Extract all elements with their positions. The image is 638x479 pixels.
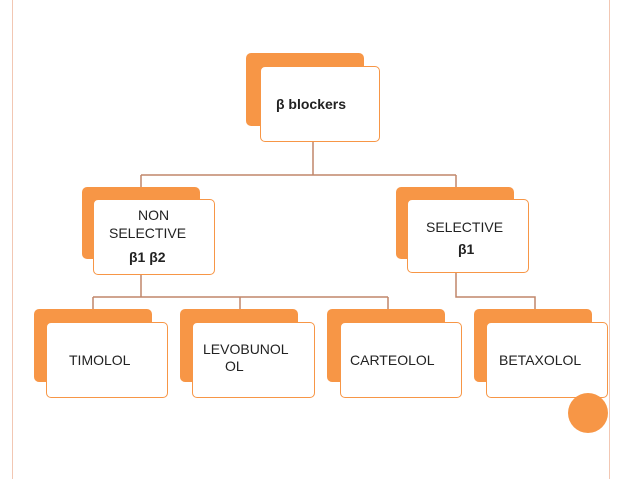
node-timolol: TIMOLOL: [34, 309, 168, 398]
node-levobunolol: LEVOBUNOL OL: [180, 309, 315, 398]
node-betaxolol: BETAXOLOL: [474, 309, 608, 398]
decorative-circle: [568, 393, 608, 433]
betaxolol-label: BETAXOLOL: [499, 352, 582, 368]
non-selective-line2: SELECTIVE: [109, 225, 187, 241]
non-selective-line3: β1 β2: [129, 249, 166, 265]
node-selective: SELECTIVE β1: [396, 187, 529, 273]
selective-line2: β1: [458, 241, 475, 257]
slide-frame: [12, 0, 610, 479]
connector-selective-to-betaxolol: [455, 272, 536, 312]
connector-nonselective-to-drugs: [92, 275, 389, 312]
levobunolol-line2: OL: [225, 358, 244, 374]
node-beta-blockers: β blockers: [246, 53, 380, 142]
node-non-selective: NON SELECTIVE β1 β2: [82, 187, 215, 275]
connector-root-to-level1: [140, 141, 457, 190]
timolol-label: TIMOLOL: [69, 352, 131, 368]
carteolol-label: CARTEOLOL: [350, 352, 435, 368]
levobunolol-line1: LEVOBUNOL: [203, 341, 289, 357]
non-selective-line1: NON: [138, 207, 170, 223]
node-label: β blockers: [276, 96, 347, 112]
selective-line1: SELECTIVE: [426, 219, 504, 235]
node-carteolol: CARTEOLOL: [327, 309, 462, 398]
